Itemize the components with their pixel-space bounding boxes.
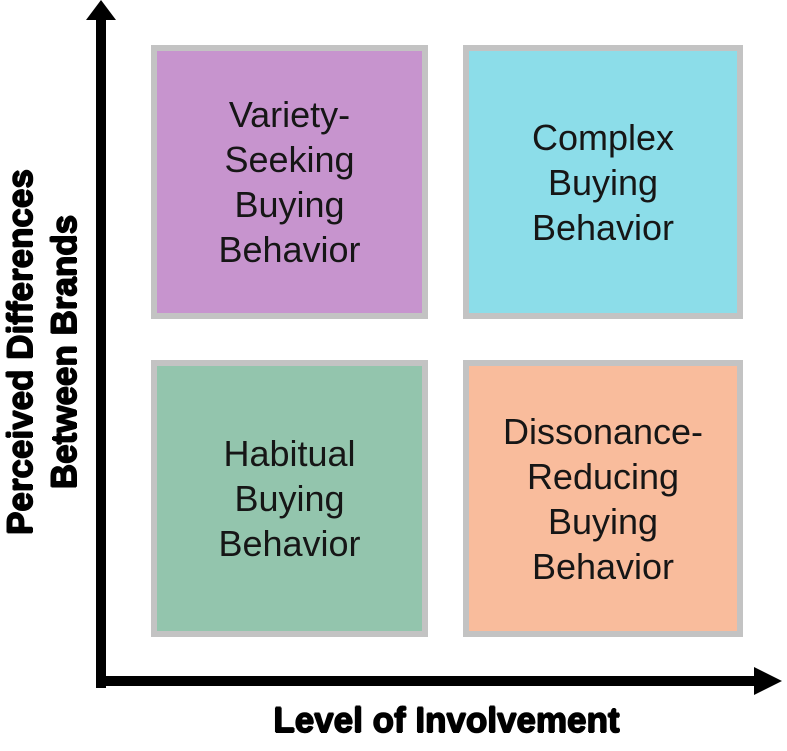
y-axis-line — [96, 12, 106, 688]
quadrant-variety-seeking-label: Variety- Seeking Buying Behavior — [218, 94, 361, 270]
x-axis-arrowhead-icon — [754, 667, 782, 695]
x-axis-label: Level of Involvement — [273, 701, 620, 740]
quadrant-dissonance-reducing: Dissonance- Reducing Buying Behavior — [463, 360, 743, 637]
quadrant-habitual: Habitual Buying Behavior — [151, 360, 428, 637]
y-axis-label: Perceived Differences Between Brands — [1, 169, 84, 535]
x-axis-line — [96, 676, 758, 686]
quadrant-dissonance-reducing-label: Dissonance- Reducing Buying Behavior — [502, 410, 704, 587]
y-axis-arrowhead-icon — [86, 0, 116, 20]
quadrant-habitual-label: Habitual Buying Behavior — [218, 433, 361, 564]
quadrant-variety-seeking: Variety- Seeking Buying Behavior — [151, 45, 428, 319]
quadrant-complex: Complex Buying Behavior — [463, 45, 743, 319]
quadrant-complex-label: Complex Buying Behavior — [531, 116, 675, 248]
